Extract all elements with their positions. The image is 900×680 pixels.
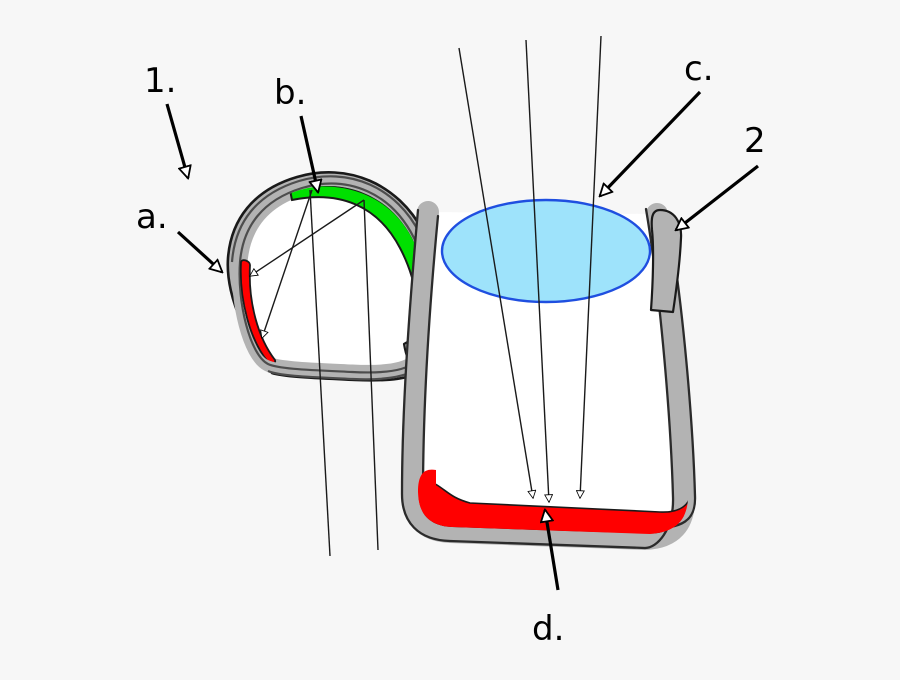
- right-eye-group: [400, 198, 697, 550]
- ray-left-reflected-1: [250, 199, 365, 276]
- ray-left-reflected-2: [262, 189, 313, 338]
- right-eye-retina-group: [418, 469, 689, 534]
- arrow-label-b: [299, 115, 318, 192]
- right-eye-wall-outline-outer: [400, 207, 675, 550]
- arrow-label-2: [676, 164, 759, 230]
- light-rays-group: [250, 35, 602, 557]
- ray-right-incoming-1: [458, 47, 533, 498]
- ray-left-incoming-2: [363, 199, 379, 551]
- arrow-label-d: [545, 510, 560, 591]
- label-1: 1.: [144, 61, 176, 101]
- left-retina-red: [239, 259, 277, 366]
- label-a: a.: [136, 197, 168, 237]
- label-c: c.: [684, 49, 714, 89]
- arrow-label-a: [176, 230, 222, 272]
- ray-right-incoming-3: [580, 35, 602, 498]
- ray-right-incoming-2: [525, 39, 549, 502]
- lens-ellipse: [440, 198, 652, 304]
- right-retina-red-band: [418, 469, 689, 534]
- ray-left-incoming-1: [309, 189, 331, 557]
- label-arrows-group: [165, 90, 759, 591]
- label-d: d.: [532, 609, 564, 649]
- left-eye-retina-group: [239, 259, 277, 366]
- right-eye-wall: [401, 201, 696, 550]
- arrow-label-1: [165, 103, 188, 178]
- label-text-group: 1. b. a. c. 2 d.: [136, 49, 766, 649]
- label-b: b.: [274, 73, 306, 113]
- label-2: 2: [744, 121, 766, 161]
- arrow-label-c: [600, 90, 702, 196]
